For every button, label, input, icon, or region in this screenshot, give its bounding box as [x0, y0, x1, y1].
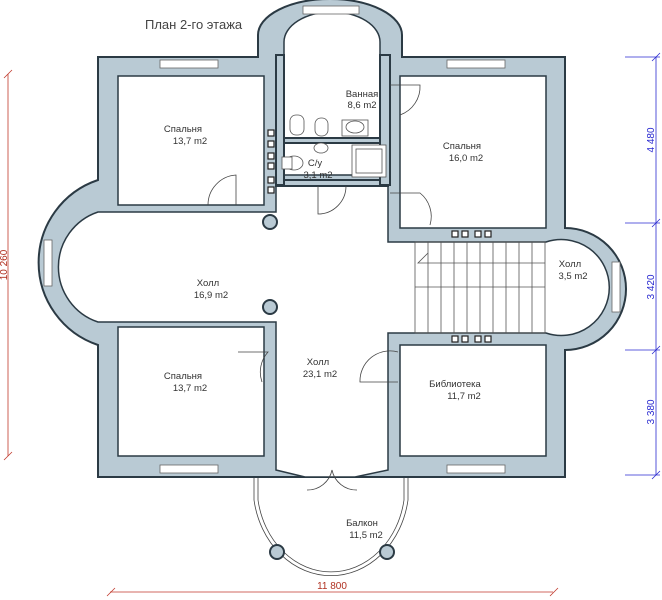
- room-name: Балкон: [346, 518, 378, 529]
- room-name: Холл: [197, 278, 219, 289]
- column: [262, 214, 278, 230]
- window: [159, 464, 219, 474]
- dimension-total-width: 11 800: [317, 581, 347, 592]
- room-area: 16,0 m2: [449, 153, 483, 164]
- dimension-left: 10 260: [0, 69, 13, 461]
- window: [43, 239, 53, 287]
- column: [379, 544, 395, 560]
- room-hall: [57, 184, 611, 478]
- room-name: Спальня: [443, 141, 481, 152]
- room-bedroom-top-right: [399, 75, 547, 229]
- room-area: 23,1 m2: [303, 369, 337, 380]
- room-name: Спальня: [164, 371, 202, 382]
- vent-blocks: [267, 129, 492, 343]
- dimension-right: 4 480 3 420 3 380: [625, 52, 661, 480]
- room-name: Холл: [307, 357, 329, 368]
- plan-title: План 2-го этажа: [145, 17, 243, 32]
- bath-right-wall: [379, 54, 391, 186]
- dimension-bottom: 11 800: [106, 581, 559, 597]
- room-bedroom-top-left: [117, 75, 265, 206]
- room-name: Холл: [559, 259, 581, 270]
- staircase: [414, 241, 546, 334]
- window: [611, 261, 621, 313]
- door: [207, 174, 237, 206]
- dimension-segment: 3 380: [646, 399, 657, 424]
- door: [390, 192, 432, 226]
- room-name: Ванная: [346, 89, 379, 100]
- room-area: 13,7 m2: [173, 383, 207, 394]
- window: [302, 5, 360, 15]
- door: [390, 84, 421, 116]
- door: [359, 350, 399, 383]
- room-area: 16,9 m2: [194, 290, 228, 301]
- room-bedroom-bottom-left: [117, 326, 265, 457]
- room-area: 11,5 m2: [349, 530, 383, 541]
- dimension-total-height: 10 260: [0, 249, 10, 280]
- room-name: С/у: [308, 158, 323, 169]
- bath-left-wall: [275, 54, 285, 186]
- room-library: [399, 344, 547, 457]
- room-name: Библиотека: [429, 379, 481, 390]
- column: [262, 299, 278, 315]
- room-area: 3,5 m2: [558, 271, 587, 282]
- plumbing-fixtures: [281, 114, 387, 178]
- room-area: 13,7 m2: [173, 136, 207, 147]
- room-area: 8,6 m2: [347, 100, 376, 111]
- door: [238, 351, 269, 383]
- window: [446, 59, 506, 69]
- column: [269, 544, 285, 560]
- balcony-railing-inner: [257, 478, 405, 573]
- room-name: Спальня: [164, 124, 202, 135]
- balcony-railing: [253, 478, 409, 576]
- dimension-segment: 3 420: [646, 274, 657, 299]
- room-area: 11,7 m2: [447, 391, 481, 402]
- door: [317, 185, 347, 215]
- window: [159, 59, 219, 69]
- dimension-segment: 4 480: [646, 127, 657, 152]
- room-area: 3,1 m2: [303, 170, 332, 181]
- window: [446, 464, 506, 474]
- bath-wc-partition: [275, 137, 389, 144]
- balcony-door: [306, 469, 358, 491]
